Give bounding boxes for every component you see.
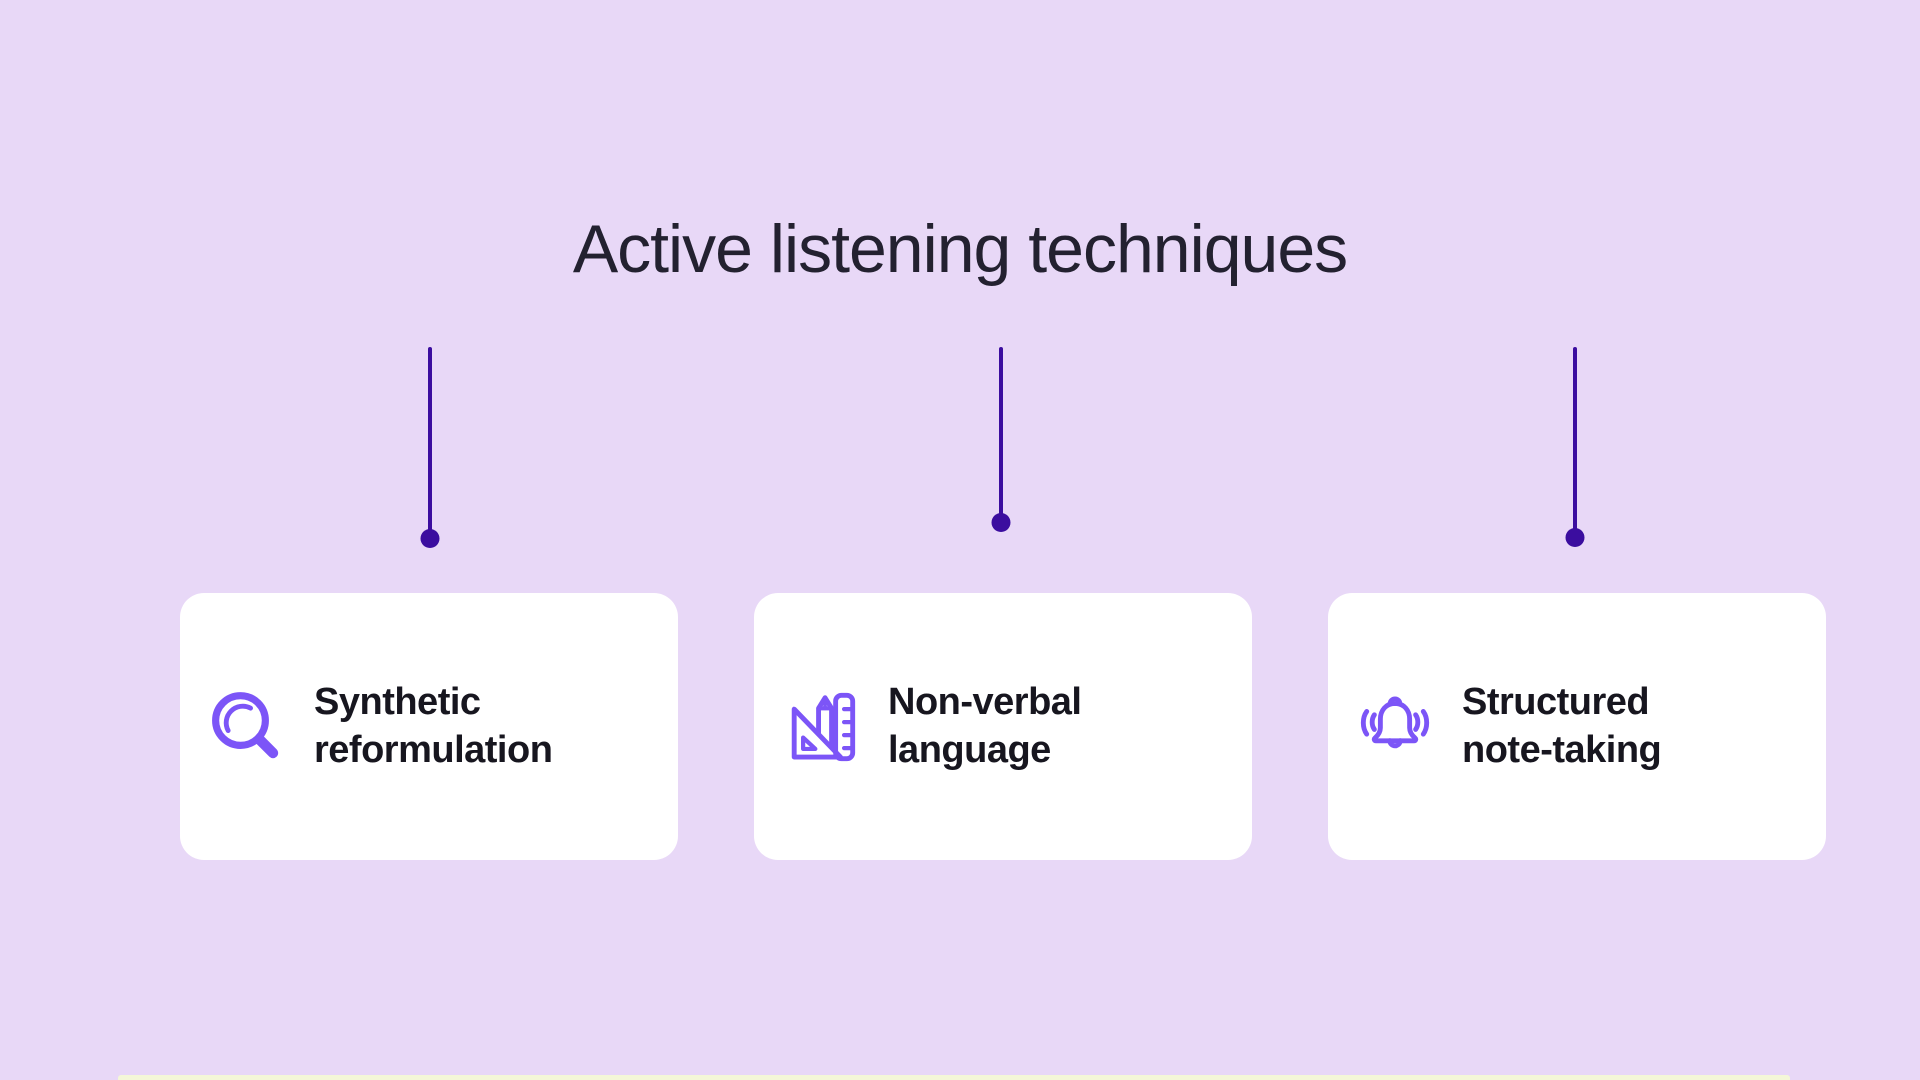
bell-ring-icon [1356,688,1434,766]
cards-row: Synthetic reformulation Non-verbal langu… [180,593,1826,860]
connector-line-2 [991,347,1011,532]
card-non-verbal-language: Non-verbal language [754,593,1252,860]
connector-dot-2 [991,513,1011,532]
card-label-line1: Non-verbal [888,681,1082,724]
drafting-tools-icon [782,688,860,766]
card-structured-note-taking: Structured note-taking [1328,593,1826,860]
page-title: Active listening techniques [572,211,1348,287]
connector-dot-3 [1565,528,1585,547]
card-label-line1: Synthetic [314,681,481,724]
card-label: Structured note-taking [1462,679,1662,773]
card-label: Synthetic reformulation [314,679,553,773]
card-label: Non-verbal language [888,679,1082,773]
card-label-line2: reformulation [314,728,553,771]
search-icon [208,688,286,766]
connector-dot-1 [420,529,440,548]
card-label-line1: Structured [1462,681,1650,724]
card-label-line2: language [888,728,1051,771]
bottom-accent-bar [118,1075,1790,1080]
card-label-line2: note-taking [1462,728,1662,771]
connector-line-3 [1565,347,1585,547]
connector-line-1 [420,347,440,548]
card-synthetic-reformulation: Synthetic reformulation [180,593,678,860]
